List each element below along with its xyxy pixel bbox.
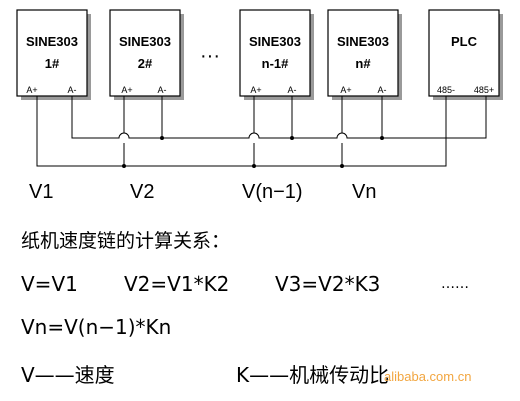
formula-v3: V3=V2*K3 (275, 272, 381, 296)
plc-name: PLC (451, 34, 478, 49)
device-name: SINE303 (337, 34, 389, 49)
formula-v: V=V1 (21, 272, 78, 296)
terminal-485-plus: 485+ (474, 85, 494, 95)
legend-ratio: K——机械传动比 (236, 363, 390, 387)
ellipsis-devices: ··· (200, 45, 220, 67)
terminal-a-plus: A+ (340, 85, 351, 95)
terminal-a-plus: A+ (250, 85, 261, 95)
device-number: 2# (138, 56, 153, 71)
formula-ellipsis: …… (441, 276, 469, 292)
bus-wires (36, 96, 487, 167)
formula-v2: V2=V1*K2 (124, 272, 230, 296)
terminal-a-plus: A+ (26, 85, 37, 95)
device-number: 1# (45, 56, 60, 71)
device-name: SINE303 (26, 34, 78, 49)
device-name: SINE303 (249, 34, 301, 49)
device-number: n-1# (262, 56, 290, 71)
label-vn: Vn (352, 181, 376, 203)
plc-box: PLC 485- 485+ (428, 9, 503, 100)
terminal-a-minus: A- (288, 85, 297, 95)
legend-speed: V——速度 (21, 363, 115, 387)
terminal-a-minus: A- (378, 85, 387, 95)
terminal-a-minus: A- (158, 85, 167, 95)
device-box-2: SINE303 2# A+ A- (109, 9, 184, 100)
formula-vn: Vn=V(n−1)*Kn (21, 315, 172, 339)
label-v1: V1 (29, 181, 53, 203)
terminal-a-plus: A+ (121, 85, 132, 95)
device-number: n# (355, 56, 371, 71)
label-v2: V2 (130, 181, 154, 203)
watermark-text: alibaba.com.cn (384, 369, 472, 384)
label-vn-1: V(n−1) (242, 181, 303, 203)
terminal-485-minus: 485- (437, 85, 455, 95)
device-box-n: SINE303 n# A+ A- (327, 9, 402, 100)
junction-dots (122, 136, 384, 168)
device-box-n-1: SINE303 n-1# A+ A- (239, 9, 314, 100)
terminal-a-minus: A- (68, 85, 77, 95)
device-name: SINE303 (119, 34, 171, 49)
heading-text: 纸机速度链的计算关系： (21, 230, 231, 252)
device-box-1: SINE303 1# A+ A- (16, 9, 91, 100)
